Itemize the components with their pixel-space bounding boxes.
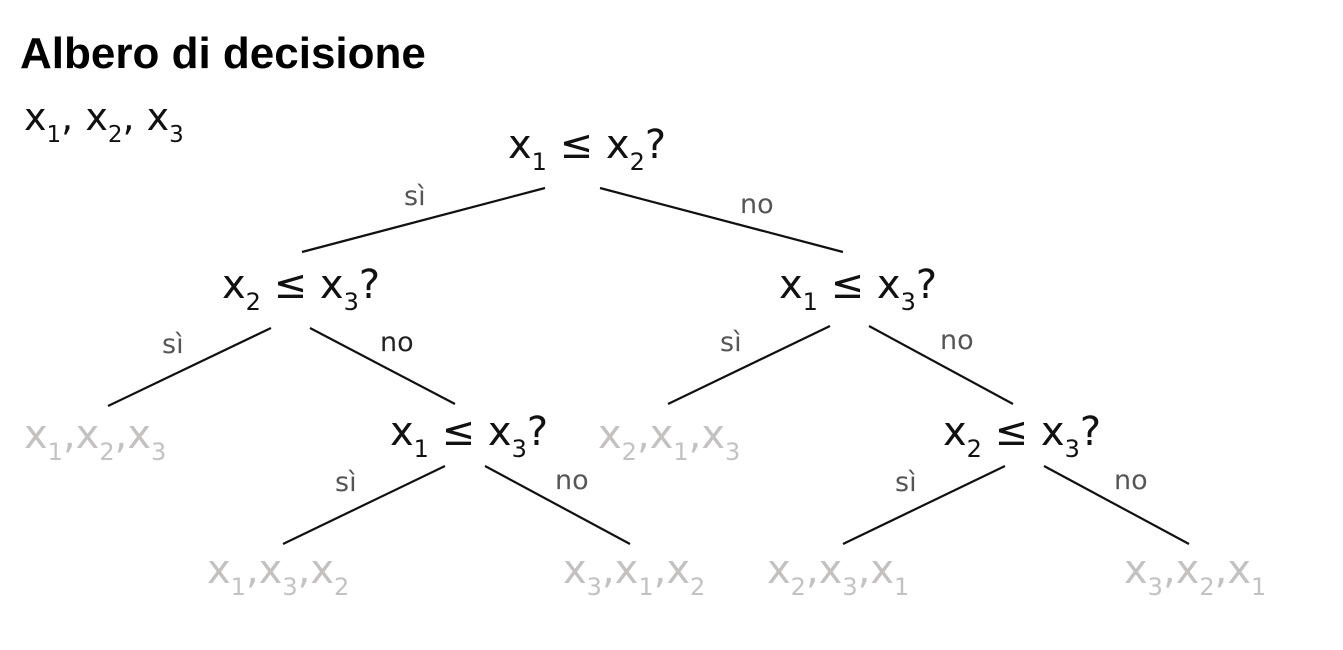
leaf-LRR: x3,x1,x2 (563, 547, 705, 601)
leaf-orderings: x1,x2,x3 x2,x1,x3 x1,x3,x2 x3,x1,x2 x2,x3,x1… (24, 412, 1266, 601)
variable-base: x (147, 95, 170, 139)
variable-separator: , (122, 95, 146, 139)
edge-label-si: sì (895, 467, 917, 498)
decision-nodes: x1 ≤ x2? x2 ≤ x3? x1 ≤ x3? x1 ≤ x3? x2 ≤ x3? (222, 122, 1101, 463)
tree-edges (107, 186, 1190, 545)
edge-label-no: no (555, 465, 589, 496)
edge-label-no: no (1114, 465, 1148, 496)
variable-subscript: 1 (47, 122, 62, 148)
variable-base: x (24, 95, 47, 139)
variable-base: x (85, 95, 108, 139)
variable-subscript: 2 (108, 122, 123, 148)
leaf-RRR: x3,x2,x1 (1124, 547, 1266, 601)
variable-separator: , (61, 95, 85, 139)
edge-L-to-leaf-LL (107, 327, 272, 407)
edge-LR-to-leaf-LRL (282, 465, 446, 545)
decision-node-r: x1 ≤ x3? (779, 262, 937, 316)
decision-node-root: x1 ≤ x2? (508, 122, 666, 176)
page-title: Albero di decisione (20, 29, 426, 78)
edge-label-si: sì (335, 467, 357, 498)
leaf-RL: x2,x1,x3 (598, 412, 740, 466)
variables-text: x1, x2, x3 (24, 95, 184, 148)
leaf-LRL: x1,x3,x2 (207, 547, 349, 601)
edge-LR-to-leaf-LRR (484, 465, 631, 545)
decision-node-l: x2 ≤ x3? (222, 262, 380, 316)
edge-L-to-LR (309, 327, 456, 405)
edge-label-si: sì (720, 327, 742, 358)
edge-label-no: no (380, 327, 414, 358)
variables-list: x1, x2, x3 (24, 95, 184, 148)
edge-root-to-R (599, 186, 844, 254)
leaf-RRL: x2,x3,x1 (767, 547, 909, 601)
edge-RR-to-leaf-RRR (1043, 465, 1190, 545)
decision-node-rr: x2 ≤ x3? (943, 409, 1101, 463)
leaf-LL: x1,x2,x3 (24, 412, 166, 466)
edge-labels: sì no sì no sì no sì no sì no (162, 181, 1148, 498)
edge-label-no: no (740, 189, 774, 220)
edge-RR-to-leaf-RRL (842, 465, 1006, 545)
edge-label-no: no (940, 325, 974, 356)
edge-label-si: sì (162, 329, 184, 360)
edge-root-to-L (301, 186, 546, 254)
edge-R-to-leaf-RL (667, 325, 831, 405)
edge-label-si: sì (404, 181, 426, 212)
decision-node-lr: x1 ≤ x3? (390, 409, 548, 463)
edge-R-to-RR (868, 325, 1014, 405)
variable-subscript: 3 (169, 122, 184, 148)
